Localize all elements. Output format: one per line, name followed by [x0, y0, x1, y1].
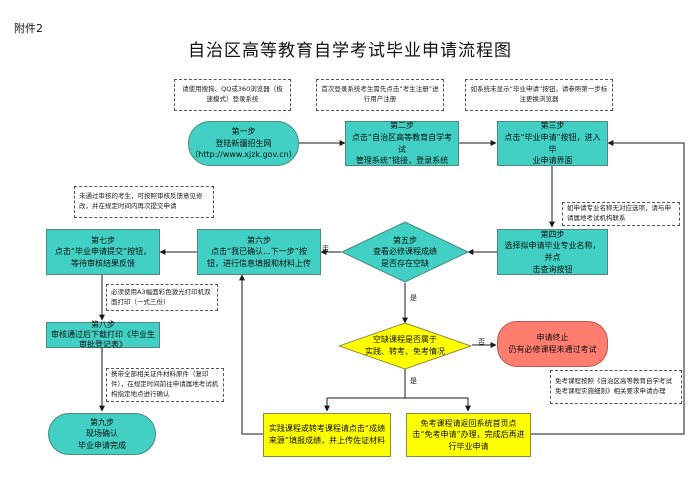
step9-line2: 毕业申请完成 [78, 440, 126, 450]
page-title: 自治区高等教育自学考试毕业申请流程图 [188, 41, 512, 61]
note-browser: 请使用搜狗、QQ或360浏览器（极速模式）登录系统 [174, 79, 291, 111]
step7-title: 第七步 [91, 235, 115, 245]
practice-transfer-node: 实践课程或转考课程请点击“成绩来源”填报成绩，并上传佐证材料 [263, 413, 391, 457]
step1-line1: 登陆新疆招生网 [215, 138, 272, 148]
terminate-line1: 申请终止 [536, 333, 569, 343]
exempt-node: 免考课程请返回系统首页点击“免考申请”办理，完成后再进行毕业申请 [406, 413, 531, 457]
note-bring-documents: 携带全部相关证件材料原件（复印件），在规定时间前往申请属地考试机构指定地点进行确… [106, 368, 224, 402]
note-no-option: 如申请专业名称无对应选项，请与申请属地考试机构联系 [562, 202, 680, 226]
note-button-not-shown: 如系统未显示“毕业申请”按钮，请参照第一步标注更换浏览器 [465, 79, 613, 111]
decision-diamond-shape [338, 322, 472, 370]
step3-node: 第三步 点击“毕业申请”按钮，进入毕 业申请界面 [497, 121, 608, 166]
label-yes-step5: 是 [410, 294, 417, 302]
decision-line2: 实践、转考、免考情况 [365, 347, 445, 356]
step7-node: 第七步 点击“毕业申请提交”按钮， 等待审核结果反馈 [46, 229, 160, 275]
note-unapproved: 未通过审核的考生，可按照审核反馈意见修改，并在规定时间内再次提交申请 [74, 186, 214, 218]
step3-title: 第三步 [540, 121, 565, 131]
step7-line2: 等待审核结果反馈 [71, 258, 135, 268]
step9-line1: 现场确认 [86, 429, 118, 439]
step9-node: 第九步 现场确认 毕业申请完成 [48, 413, 156, 455]
decision-node: 空缺课程是否属于 实践、转考、免考情况 [338, 322, 472, 370]
step6-line1: 点击“我已确认...下一步”按 [211, 247, 307, 257]
step8-line1: 审核通过后下载打印《毕业生 [51, 330, 155, 339]
decision-line1: 空缺课程是否属于 [373, 335, 437, 345]
label-yes-decision: 是 [410, 377, 417, 385]
step7-line1: 点击“毕业申请提交”按钮， [54, 247, 152, 257]
attachment-label: 附件2 [14, 22, 43, 35]
step9-title: 第九步 [90, 417, 114, 427]
note-print: 必须使用A3幅面彩色激光打印机双面打印（一式三份） [106, 284, 218, 311]
step6-line2: 钮，进行信息填报和材料上传 [207, 258, 311, 268]
step4-title: 第四步 [540, 229, 565, 239]
step8-title: 第八步 [91, 320, 115, 329]
step4-node: 第四步 选择拟申请毕业专业名称，并点 击查询按钮 [497, 229, 608, 275]
step5-line2: 是否存在空缺 [381, 258, 429, 268]
step2-line1: 点击“自治区高等教育自学考试 [351, 132, 453, 154]
step5-title: 第五步 [393, 235, 417, 245]
step4-line2: 击查询按钮 [532, 264, 573, 274]
label-no-decision: 否 [478, 338, 485, 346]
step6-node: 第六步 点击“我已确认...下一步”按 钮，进行信息填报和材料上传 [197, 229, 321, 275]
step1-node: 第一步 登陆新疆招生网 （http://www.xjzk.gov.cn） [188, 121, 299, 166]
step8-line2: 审批登记表》 [79, 340, 127, 349]
label-no-step5: 否 [322, 245, 329, 253]
terminate-line2: 仍有必修课程未通过考试 [508, 345, 597, 354]
step3-line2: 业申请界面 [532, 156, 573, 166]
arrow-practice-s6 [239, 274, 263, 435]
terminate-node: 申请终止 仍有必修课程未通过考试 [497, 321, 608, 367]
step6-title: 第六步 [247, 235, 271, 245]
step2-node: 第二步 点击“自治区高等教育自学考试 管理系统”链接，登录系统 [345, 121, 459, 166]
note-exemption: 免考课程按照《自治区高等教育自学考试免考课程实施细则》相关要求申请办理 [550, 370, 682, 404]
step4-line1: 选择拟申请毕业专业名称，并点 [504, 241, 601, 262]
arrow-exempt-s3 [531, 140, 685, 435]
step8-node: 第八步 审核通过后下载打印《毕业生 审批登记表》 [46, 320, 160, 349]
step2-line2: 管理系统”链接，登录系统 [355, 156, 449, 166]
step1-line2: （http://www.xjzk.gov.cn） [190, 150, 297, 160]
step3-line1: 点击“毕业申请”按钮，进入毕 [504, 132, 601, 154]
step1-title: 第一步 [231, 127, 256, 137]
step5-line1: 查看必修课程成绩 [373, 247, 437, 257]
step5-node: 第五步 查看必修课程成绩 是否存在空缺 [341, 221, 469, 283]
step2-title: 第二步 [390, 121, 414, 131]
step5-diamond-shape [341, 221, 469, 283]
note-first-login: 首次登录系统考生需先点击“考生注册”进行用户注册 [316, 79, 444, 111]
